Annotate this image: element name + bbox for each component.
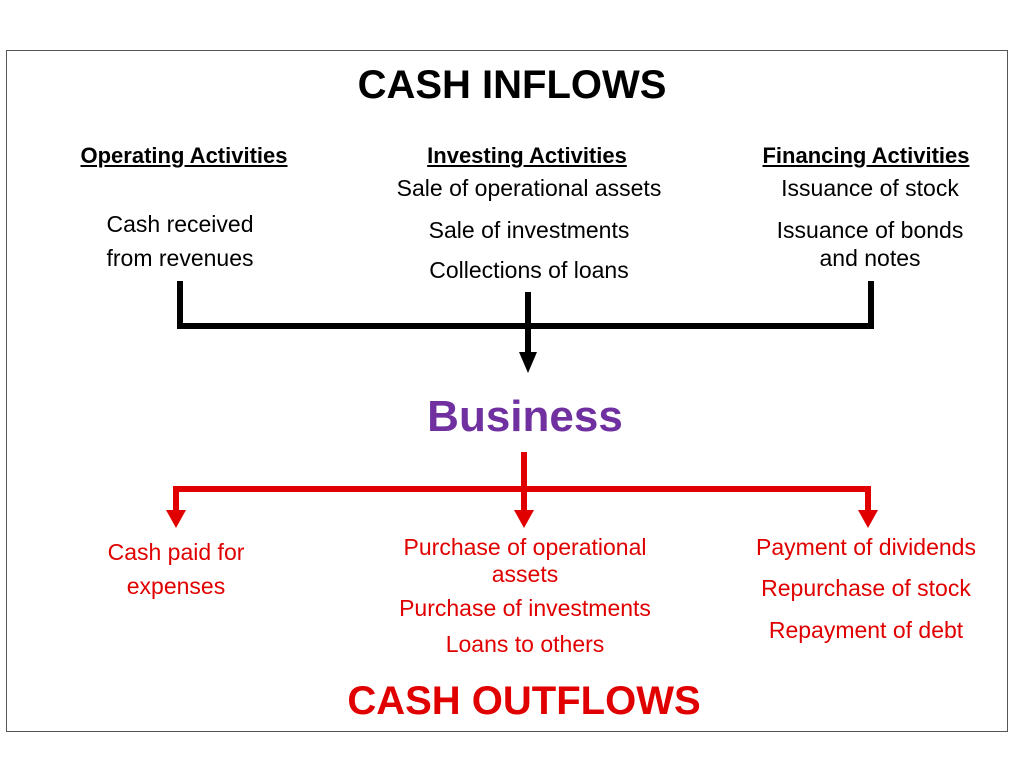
outflow-connector — [173, 452, 871, 514]
financing-activities-heading: Financing Activities — [762, 143, 970, 168]
outflow-arrowhead-center-icon — [514, 510, 534, 528]
investing-inflow-item-2: Sale of investments — [428, 217, 630, 243]
operating-activities-heading: Operating Activities — [80, 143, 288, 168]
cash-inflows-title: CASH INFLOWS — [357, 63, 667, 107]
financing-outflow-item-2: Repurchase of stock — [761, 575, 971, 601]
diagram-frame — [6, 50, 1008, 732]
inflow-connector — [177, 281, 874, 356]
operating-outflow-line-1: Cash paid for — [107, 539, 245, 565]
investing-inflow-item-3: Collections of loans — [429, 257, 629, 283]
investing-activities-heading: Investing Activities — [427, 143, 627, 168]
financing-outflow-item-3: Repayment of debt — [768, 617, 964, 643]
financing-inflow-item-2-line-1: Issuance of bonds — [776, 217, 964, 243]
financing-outflow-item-1: Payment of dividends — [756, 534, 976, 560]
business-label: Business — [427, 392, 623, 441]
investing-outflow-item-1-line-1: Purchase of operational — [403, 534, 647, 560]
operating-inflow-line-2: from revenues — [106, 245, 254, 271]
inflow-arrowhead-down-icon — [519, 352, 537, 373]
investing-outflow-item-2: Purchase of investments — [399, 595, 651, 621]
outflow-arrowhead-left-icon — [166, 510, 186, 528]
investing-outflow-item-3: Loans to others — [445, 631, 605, 657]
investing-inflow-item-1: Sale of operational assets — [396, 175, 662, 201]
investing-outflow-item-1-line-2: assets — [491, 561, 559, 587]
operating-inflow-line-1: Cash received — [106, 211, 254, 237]
financing-inflow-item-1: Issuance of stock — [781, 175, 959, 201]
financing-inflow-item-2-line-2: and notes — [819, 245, 921, 271]
operating-outflow-line-2: expenses — [126, 573, 226, 599]
cash-outflows-title: CASH OUTFLOWS — [347, 679, 701, 723]
outflow-bracket — [173, 486, 871, 512]
outflow-arrowhead-right-icon — [858, 510, 878, 528]
